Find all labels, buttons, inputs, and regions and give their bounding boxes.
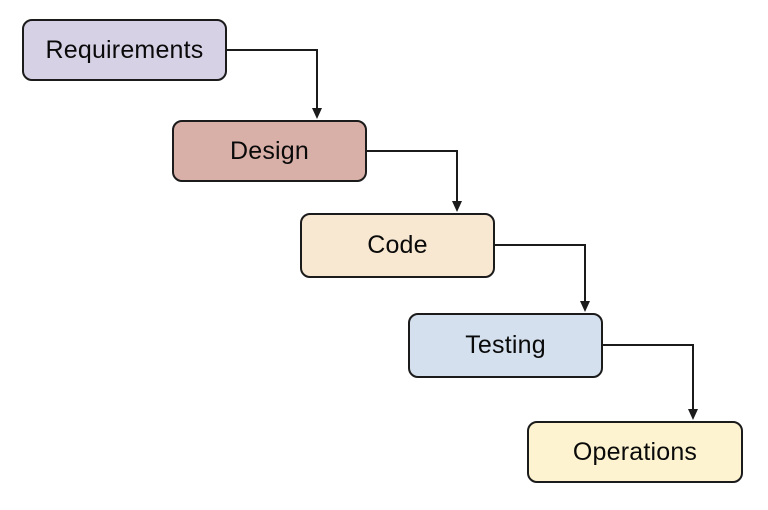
node-testing-label: Testing: [465, 331, 546, 359]
connector-design-code: [367, 150, 458, 202]
arrowhead-code-testing-icon: [580, 301, 590, 312]
node-code-label: Code: [367, 231, 428, 259]
connector-testing-operations: [603, 344, 694, 410]
arrowhead-design-code-icon: [452, 201, 462, 212]
node-design-label: Design: [229, 136, 310, 165]
node-operations: Operations: [527, 421, 743, 483]
connector-code-testing: [495, 244, 586, 302]
arrowhead-requirements-design-icon: [312, 108, 322, 119]
connector-requirements-design: [225, 49, 318, 109]
node-operations-label: Operations: [572, 437, 698, 466]
node-design: Design: [172, 120, 367, 182]
node-requirements: Requirements: [22, 19, 227, 81]
node-code: Code: [300, 213, 495, 278]
node-testing: Testing: [408, 313, 603, 378]
node-requirements-label: Requirements: [45, 35, 204, 64]
arrowhead-testing-operations-icon: [688, 409, 698, 420]
